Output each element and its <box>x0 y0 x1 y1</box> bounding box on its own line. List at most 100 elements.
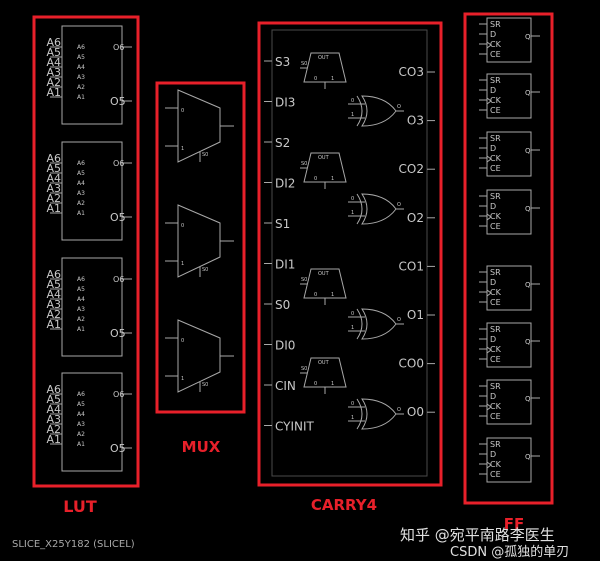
lut-o6-label: O6 <box>113 43 124 52</box>
ff-pin-label: CE <box>490 412 501 421</box>
lut-inner-pin-label: A2 <box>77 431 85 438</box>
ff-pin-label: CE <box>490 164 501 173</box>
carry4-xor-back-curve <box>356 193 363 225</box>
carry4-xor-in0-label: 0 <box>351 311 354 317</box>
lut-inner-pin-label: A6 <box>77 160 85 167</box>
ff-pin-label: CK <box>490 402 502 411</box>
carry4-xor-in1-label: 1 <box>351 325 354 331</box>
ff-clock-triangle <box>486 403 492 411</box>
ff-pin-label: D <box>490 278 496 287</box>
carry4-mux-shape <box>303 152 347 183</box>
lut-unit-box <box>61 141 123 241</box>
carry4-xor-out-label: O <box>397 202 401 208</box>
lut-outer-pin-label: A1 <box>46 433 61 446</box>
carry4-mux-in1-label: 1 <box>331 76 334 82</box>
carry4-mux-in1-label: 1 <box>331 381 334 387</box>
carry4-xor-in0-label: 0 <box>351 196 354 202</box>
carry4-left-pin-label: S3 <box>275 55 290 69</box>
lut-outer-pin-label: A4 <box>46 56 61 69</box>
ff-unit-box <box>486 73 532 119</box>
lut-outer-pin-label: A3 <box>46 182 61 195</box>
carry4-xor-out-label: O <box>397 104 401 110</box>
carry4-right-pin-label: O2 <box>407 211 424 225</box>
carry4-body <box>271 29 428 477</box>
lut-inner-pin-label: A5 <box>77 401 85 408</box>
carry4-left-pin-label: DI3 <box>275 96 295 110</box>
mux-label: MUX <box>182 438 221 456</box>
carry4-left-pin-label: CYINIT <box>275 420 315 434</box>
lut-outer-pin-label: A2 <box>46 192 61 205</box>
lut-inner-pin-label: A3 <box>77 190 85 197</box>
lut-o6-label: O6 <box>113 390 124 399</box>
ff-clock-triangle <box>486 213 492 221</box>
ff-pin-label: D <box>490 86 496 95</box>
ff-pin-label: CE <box>490 50 501 59</box>
mux-select-label: S0 <box>202 382 208 388</box>
carry4-mux-sel-label: S0 <box>301 161 307 167</box>
slice-name-label: SLICE_X25Y182 (SLICEL) <box>12 539 135 550</box>
ff-pin-label: CK <box>490 40 502 49</box>
carry4-mux-out-label: OUT <box>318 360 330 366</box>
lut-outer-pin-label: A2 <box>46 423 61 436</box>
ff-pin-label: CE <box>490 355 501 364</box>
ff-unit-box <box>486 17 532 63</box>
mux-select-label: S0 <box>202 152 208 158</box>
ff-pin-label: CK <box>490 96 502 105</box>
carry4-right-pin-label: CO2 <box>399 162 424 176</box>
carry4-xor-gate <box>361 193 397 225</box>
ff-pin-label: SR <box>490 20 501 29</box>
lut-o5-label: O5 <box>110 442 126 455</box>
ff-pin-label: CK <box>490 288 502 297</box>
carry4-mux-sel-label: S0 <box>301 366 307 372</box>
carry4-label: CARRY4 <box>311 496 377 514</box>
lut-inner-pin-label: A6 <box>77 391 85 398</box>
carry4-xor-gate <box>361 398 397 430</box>
lut-outer-pin-label: A6 <box>46 152 61 165</box>
ff-unit-box <box>486 189 532 235</box>
carry4-left-pin-label: CIN <box>275 379 296 393</box>
carry4-mux-in0-label: 0 <box>314 381 317 387</box>
ff-pin-label: SR <box>490 192 501 201</box>
ff-clock-triangle <box>486 97 492 105</box>
lut-inner-pin-label: A1 <box>77 326 85 333</box>
mux-highlight-box <box>155 81 246 414</box>
ff-pin-label: SR <box>490 382 501 391</box>
lut-highlight-box <box>32 15 140 488</box>
carry4-xor-in1-label: 1 <box>351 210 354 216</box>
carry4-xor-gate <box>361 308 397 340</box>
lut-outer-pin-label: A1 <box>46 318 61 331</box>
carry4-mux-shape <box>303 52 347 83</box>
carry4-right-pin-label: O3 <box>407 114 424 128</box>
lut-outer-pin-label: A1 <box>46 86 61 99</box>
carry4-right-pin-label: O1 <box>407 308 424 322</box>
ff-pin-label: D <box>490 335 496 344</box>
lut-outer-pin-label: A6 <box>46 36 61 49</box>
ff-pin-label: SR <box>490 268 501 277</box>
ff-pin-label: CK <box>490 460 502 469</box>
lut-outer-pin-label: A5 <box>46 46 61 59</box>
ff-unit-box <box>486 322 532 368</box>
carry4-xor-out-label: O <box>397 317 401 323</box>
carry4-xor-back-curve <box>356 95 363 127</box>
lut-unit-box <box>61 372 123 472</box>
ff-q-label: Q <box>525 147 531 155</box>
carry4-left-pin-label: DI2 <box>275 177 295 191</box>
ff-clock-triangle <box>486 461 492 469</box>
lut-inner-pin-label: A6 <box>77 44 85 51</box>
lut-inner-pin-label: A2 <box>77 200 85 207</box>
ff-pin-label: D <box>490 202 496 211</box>
carry4-right-pin-label: O0 <box>407 405 424 419</box>
lut-outer-pin-label: A4 <box>46 403 61 416</box>
lut-inner-pin-label: A5 <box>77 54 85 61</box>
mux-select-label: S0 <box>202 267 208 273</box>
mux-shape <box>177 204 221 278</box>
